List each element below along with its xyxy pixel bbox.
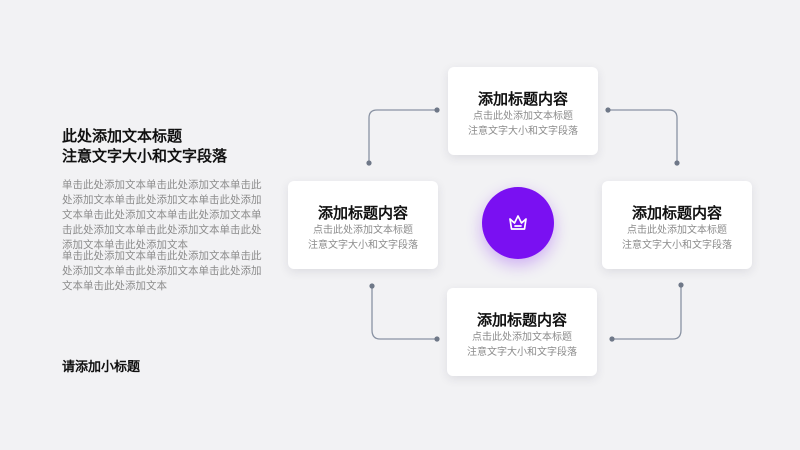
- card-text-line-1: 点击此处添加文本标题: [473, 111, 573, 122]
- section-title: 此处添加文本标题 注意文字大小和文字段落: [62, 126, 282, 166]
- card-title: 添加标题内容: [631, 204, 722, 222]
- card-text-line-2: 注意文字大小和文字段落: [467, 347, 577, 358]
- connector-dot: [434, 107, 440, 113]
- section-title-line-1: 此处添加文本标题: [62, 127, 183, 145]
- card-right: 添加标题内容 点击此处添加文本标题 注意文字大小和文字段落: [602, 181, 752, 269]
- card-text-line-2: 注意文字大小和文字段落: [622, 240, 732, 251]
- connector-right-bottom: [612, 285, 682, 340]
- card-text-line-2: 注意文字大小和文字段落: [468, 126, 578, 137]
- card-title: 添加标题内容: [317, 204, 408, 222]
- body-paragraph-1: 单击此处添加文本单击此处添加文本单击此处添加文本单击此处添加文本单击此处添加文本…: [62, 179, 262, 251]
- card-text-line-1: 点击此处添加文本标题: [472, 332, 572, 343]
- connector-top-right: [608, 109, 678, 163]
- connector-dot: [674, 160, 680, 166]
- crown-icon: [509, 215, 527, 230]
- card-text-line-1: 点击此处添加文本标题: [313, 225, 413, 236]
- connector-dot: [609, 336, 615, 342]
- connector-top-left: [368, 109, 437, 163]
- subtitle: 请添加小标题: [62, 360, 141, 375]
- connector-dot: [678, 282, 684, 288]
- connector-dot: [605, 107, 611, 113]
- connector-dot: [369, 283, 375, 289]
- connector-left-bottom: [371, 286, 437, 340]
- center-circle: [482, 187, 554, 259]
- card-text-line-2: 注意文字大小和文字段落: [308, 240, 418, 251]
- card-top: 添加标题内容 点击此处添加文本标题 注意文字大小和文字段落: [448, 67, 598, 155]
- section-title-line-2: 注意文字大小和文字段落: [62, 147, 228, 165]
- card-title: 添加标题内容: [477, 90, 568, 108]
- card-title: 添加标题内容: [476, 311, 567, 329]
- connector-dot: [434, 336, 440, 342]
- card-left: 添加标题内容 点击此处添加文本标题 注意文字大小和文字段落: [288, 181, 438, 269]
- body-paragraph-2: 单击此处添加文本单击此处添加文本单击此处添加文本单击此处添加文本单击此处添加文本…: [62, 250, 262, 292]
- connector-dot: [366, 160, 372, 166]
- card-bottom: 添加标题内容 点击此处添加文本标题 注意文字大小和文字段落: [447, 288, 597, 376]
- card-text-line-1: 点击此处添加文本标题: [627, 225, 727, 236]
